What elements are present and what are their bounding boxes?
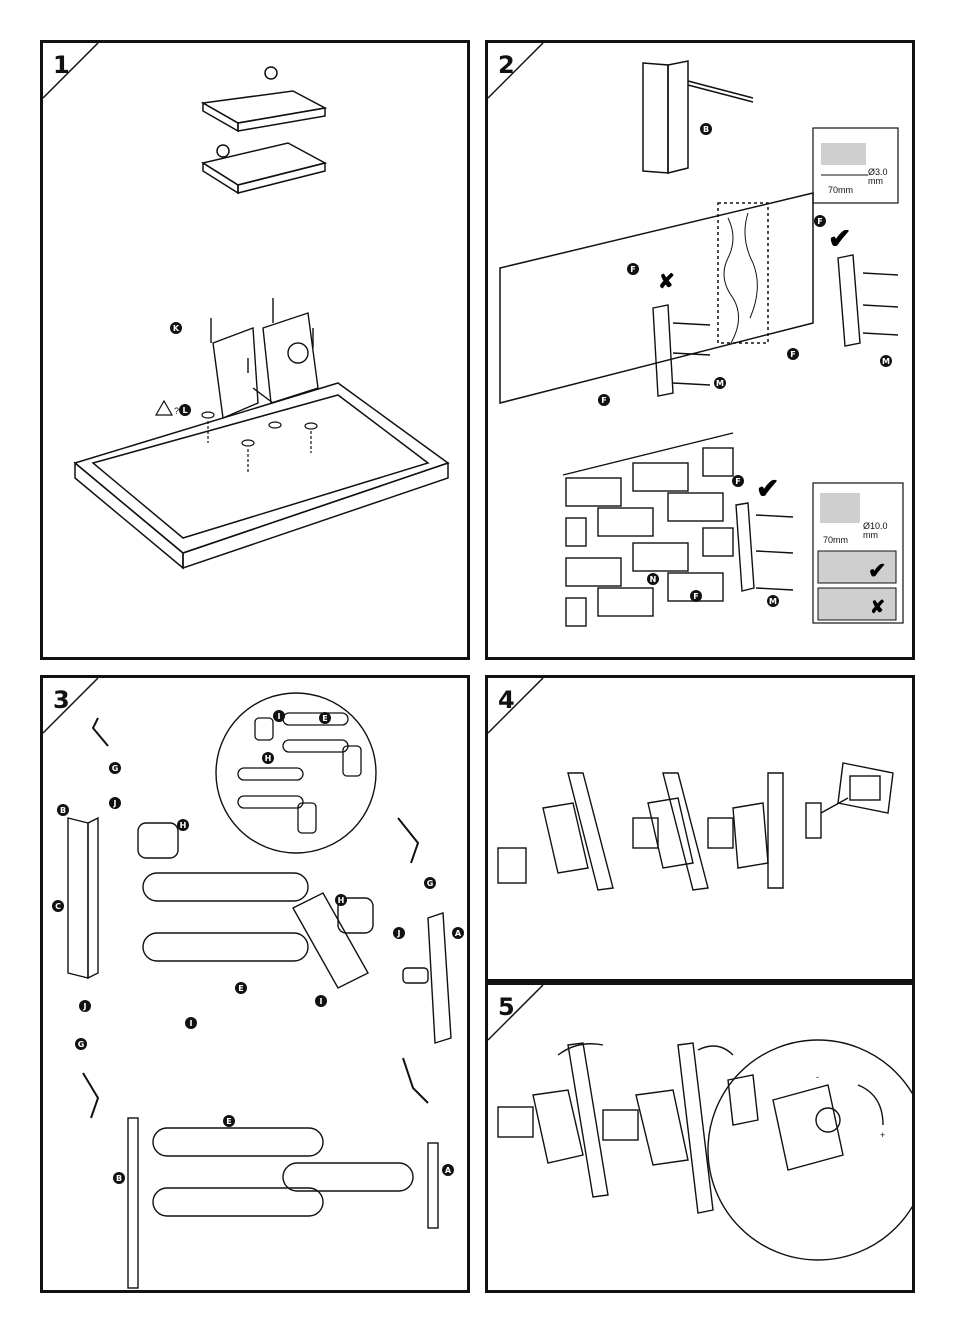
- label-c: C: [55, 902, 61, 911]
- wall-plate-left: [652, 304, 711, 397]
- step-number: 1: [53, 51, 70, 79]
- label-f: F: [790, 350, 795, 359]
- label-h: H: [265, 754, 272, 763]
- tv-bracket: [402, 912, 452, 1044]
- tv-back: [73, 382, 450, 570]
- wood-wall: [499, 192, 814, 404]
- label-g: G: [112, 764, 119, 773]
- mount-sequence: [497, 762, 894, 891]
- label-f: F: [817, 217, 822, 226]
- step-4-diagram: [488, 678, 894, 891]
- label-f: F: [630, 265, 635, 274]
- correct-icon-anchor: ✔: [868, 558, 886, 583]
- label-i: I: [320, 997, 323, 1006]
- wrong-icon: ✘: [658, 271, 675, 293]
- label-g: G: [427, 879, 434, 888]
- step-number: 4: [498, 686, 515, 714]
- plus-sign: +: [880, 1130, 885, 1140]
- detail-inset: [215, 692, 377, 854]
- label-k: K: [173, 324, 180, 333]
- brick-wall: [562, 432, 734, 627]
- swing-arms: [137, 822, 439, 1229]
- step-number: 5: [498, 993, 515, 1021]
- arm-detail: [237, 712, 362, 834]
- wrong-icon-anchor: ✘: [870, 597, 885, 617]
- washers: [201, 411, 318, 473]
- label-j: J: [397, 929, 401, 938]
- step-5-diagram: - +: [488, 985, 912, 1261]
- label-h: H: [180, 821, 187, 830]
- minus-sign: -: [816, 1072, 819, 1082]
- brick-drill-depth: 70mm: [823, 535, 848, 545]
- vesa-plate-top: [200, 66, 328, 133]
- hex-keys: [82, 717, 429, 1119]
- wall-plate-brick: [735, 502, 794, 592]
- label-b: B: [116, 1174, 122, 1183]
- label-a: A: [455, 929, 462, 938]
- wall-plate: [67, 816, 139, 1289]
- label-m: M: [716, 379, 724, 388]
- label-f: F: [601, 396, 606, 405]
- vesa-plate-bottom: [201, 142, 328, 195]
- wall-plate-top: [642, 60, 754, 174]
- tilt-adjust: [497, 1039, 912, 1261]
- correct-icon-brick: ✔: [756, 473, 779, 504]
- step-3-panel: B C G J H E I J G E I H G H J A I B E A …: [40, 675, 470, 1293]
- label-e: E: [322, 714, 327, 723]
- warning-icon: [154, 399, 174, 416]
- correct-icon-wood: ✔: [828, 223, 851, 254]
- label-j: J: [83, 1002, 87, 1011]
- label-f: F: [735, 477, 740, 486]
- label-l: L: [182, 406, 187, 415]
- label-g: G: [78, 1040, 85, 1049]
- step-1-diagram: K ? L: [43, 43, 450, 570]
- tv-brackets: [210, 298, 319, 420]
- step-number: 3: [53, 686, 70, 714]
- step-5-panel: - + 5: [485, 982, 915, 1293]
- step-1-panel: K ? L 1: [40, 40, 470, 660]
- warning-mark: ?: [174, 406, 179, 416]
- label-b: B: [60, 806, 66, 815]
- label-h: H: [338, 896, 345, 905]
- label-b: B: [703, 125, 709, 134]
- label-a: A: [445, 1166, 452, 1175]
- step-4-panel: 4: [485, 675, 915, 982]
- wood-drill-depth: 70mm: [828, 185, 853, 195]
- label-e: E: [238, 984, 243, 993]
- label-e: E: [226, 1117, 231, 1126]
- wall-plate-right: [837, 254, 899, 347]
- step-3-diagram: B C G J H E I J G E I H G H J A I B E A: [43, 678, 464, 1289]
- label-i: I: [190, 1019, 193, 1028]
- label-n: N: [650, 575, 657, 584]
- label-f: F: [693, 592, 698, 601]
- label-j: J: [113, 799, 117, 808]
- label-m: M: [769, 597, 777, 606]
- label-i: I: [278, 712, 281, 721]
- label-m: M: [882, 357, 890, 366]
- step-number: 2: [498, 51, 515, 79]
